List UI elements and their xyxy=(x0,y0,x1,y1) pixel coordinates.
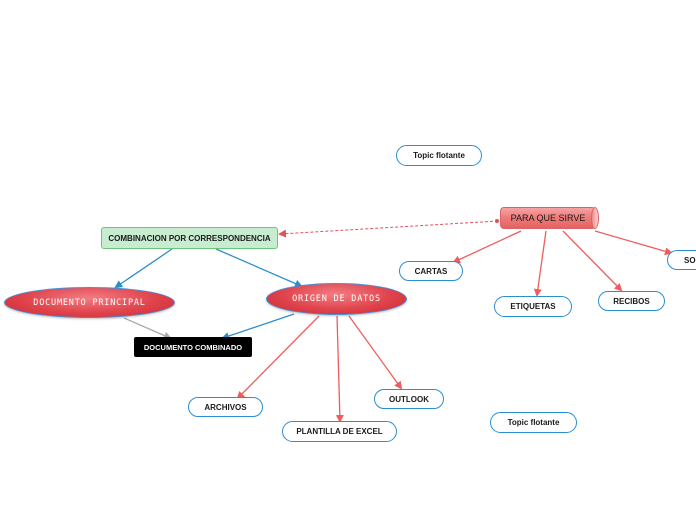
cartas-label: CARTAS xyxy=(414,266,448,276)
central-topic[interactable]: COMBINACION POR CORRESPONDENCIA xyxy=(101,227,278,249)
plantilla-de-excel-topic[interactable]: PLANTILLA DE EXCEL xyxy=(282,421,397,442)
connector-origen-to-documento-combinado xyxy=(221,313,295,340)
connector-documento-principal-to-combinado xyxy=(123,317,172,340)
plantilla-de-excel-label: PLANTILLA DE EXCEL xyxy=(296,427,383,436)
connector-pqs-to-sob xyxy=(594,230,673,256)
sob-label: SOB xyxy=(684,255,696,265)
connector-pqs-to-etiquetas xyxy=(533,230,547,297)
recibos-label: RECIBOS xyxy=(613,296,650,306)
connector-central-to-documento-principal xyxy=(114,248,173,289)
para-que-sirve-label: PARA QUE SIRVE xyxy=(510,213,586,223)
connector-origen-to-archivos xyxy=(236,315,320,400)
documento-principal-label: DOCUMENTO PRINCIPAL xyxy=(33,297,146,308)
documento-combinado-label: DOCUMENTO COMBINADO xyxy=(143,342,243,352)
floating-topic-2[interactable]: Topic flotante xyxy=(490,412,577,433)
outlook-label: OUTLOOK xyxy=(389,394,429,404)
floating-topic-1-label: Topic flotante xyxy=(413,151,465,160)
etiquetas-label: ETIQUETAS xyxy=(510,302,556,311)
etiquetas-topic[interactable]: ETIQUETAS xyxy=(494,296,572,317)
para-que-sirve-topic[interactable]: PARA QUE SIRVE xyxy=(500,207,599,229)
connector-origen-to-plantilla xyxy=(335,315,344,423)
central-topic-label: COMBINACION POR CORRESPONDENCIA xyxy=(108,233,271,243)
archivos-topic[interactable]: ARCHIVOS xyxy=(188,397,263,417)
sob-topic[interactable]: SOB xyxy=(667,250,696,270)
connector-central-to-origen xyxy=(215,248,303,288)
recibos-topic[interactable]: RECIBOS xyxy=(598,291,665,311)
origen-de-datos-topic[interactable]: ORIGEN DE DATOS xyxy=(266,283,407,315)
archivos-label: ARCHIVOS xyxy=(204,402,247,412)
outlook-topic[interactable]: OUTLOOK xyxy=(374,389,444,409)
connector-pqs-to-recibos xyxy=(562,230,623,292)
connector-pqs-to-cartas xyxy=(452,230,522,264)
documento-combinado-topic[interactable]: DOCUMENTO COMBINADO xyxy=(134,337,252,357)
cartas-topic[interactable]: CARTAS xyxy=(399,261,463,281)
documento-principal-topic[interactable]: DOCUMENTO PRINCIPAL xyxy=(4,287,175,318)
origen-de-datos-label: ORIGEN DE DATOS xyxy=(292,294,381,304)
connector-origen-to-outlook xyxy=(348,315,403,390)
relation-para-que-sirve-to-central xyxy=(278,220,499,238)
floating-topic-1[interactable]: Topic flotante xyxy=(396,145,482,166)
floating-topic-2-label: Topic flotante xyxy=(507,418,560,427)
